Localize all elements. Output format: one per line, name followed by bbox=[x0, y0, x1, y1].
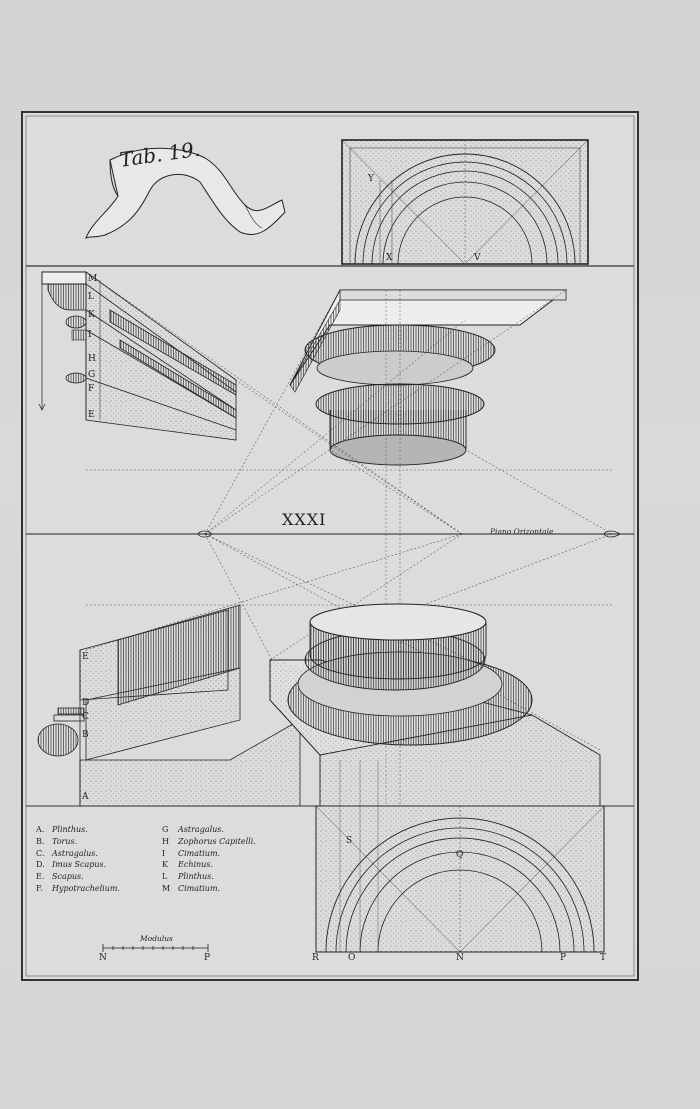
scale-letter-n: N bbox=[99, 953, 107, 963]
letter-s: S bbox=[346, 836, 353, 846]
letter-i: I bbox=[88, 330, 92, 340]
capital-perspective bbox=[289, 289, 568, 466]
baseline-letter-t: T bbox=[600, 953, 607, 963]
letter-y: Y bbox=[368, 174, 374, 184]
letter-e: E bbox=[88, 410, 95, 420]
legend-item: C.Astragalus. bbox=[36, 848, 98, 858]
legend-item: A.Plinthus. bbox=[36, 825, 88, 834]
base-profile bbox=[37, 604, 301, 807]
letter-d: D bbox=[82, 698, 90, 708]
top-plan-view bbox=[341, 139, 589, 265]
letter-m: M bbox=[88, 274, 98, 284]
letter-x: X bbox=[386, 253, 393, 263]
baseline-letter-n: N bbox=[456, 953, 464, 963]
legend-left: A.Plinthus. B.Torus. C.Astragalus. D.Imu… bbox=[36, 824, 120, 895]
baseline-letter-p: P bbox=[560, 953, 567, 963]
scale-letter-p: P bbox=[204, 953, 211, 963]
letter-c: C bbox=[82, 712, 89, 722]
letter-l: L bbox=[88, 292, 94, 302]
capital-profile bbox=[38, 271, 87, 420]
letter-h: H bbox=[88, 354, 96, 364]
letter-k: K bbox=[88, 310, 95, 320]
letter-q: Q bbox=[456, 850, 464, 860]
base-perspective bbox=[269, 603, 601, 807]
baseline-letter-r: R bbox=[312, 953, 319, 963]
plate-border bbox=[21, 111, 639, 981]
legend-item: F.Hypotrachelium. bbox=[36, 883, 121, 893]
letter-f: F bbox=[88, 384, 95, 394]
horizon-label: Piano Orizontale bbox=[490, 527, 554, 536]
letter-v: V bbox=[474, 253, 481, 263]
construction-lines bbox=[85, 271, 613, 806]
receding-moulding bbox=[85, 271, 237, 441]
modulus-scale bbox=[102, 944, 209, 952]
legend-item: D.Imus Scapus. bbox=[36, 860, 107, 870]
title-ribbon bbox=[85, 147, 286, 240]
letter-a: A bbox=[82, 792, 89, 802]
letter-g: G bbox=[88, 370, 96, 380]
baseline-letter-o: O bbox=[348, 953, 356, 963]
legend-item: E.Scapus. bbox=[36, 872, 84, 882]
scale-title: Modulus bbox=[140, 934, 173, 943]
letter-e-base: E bbox=[82, 652, 89, 662]
letter-b: B bbox=[82, 730, 89, 740]
plate-numeral: XXXI bbox=[282, 510, 327, 529]
bottom-plan-view bbox=[315, 760, 605, 953]
legend-item: B.Torus. bbox=[36, 836, 78, 846]
